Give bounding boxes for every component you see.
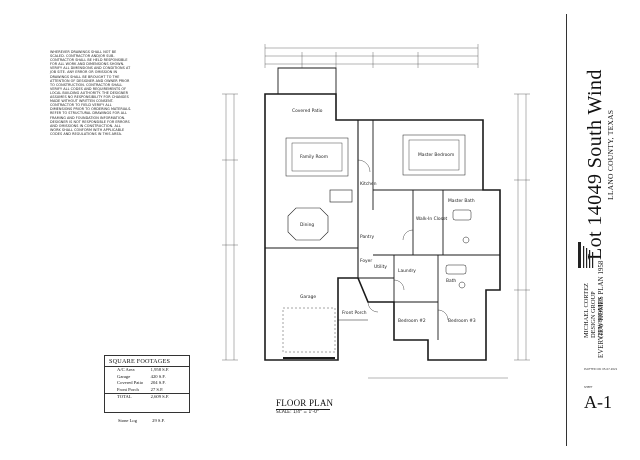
stone-log: Stone Log 29 S.F. xyxy=(118,418,165,423)
floor-plan-drawing: Covered Patio Family Room Master Bedroom… xyxy=(222,44,530,379)
room-label: Utility xyxy=(374,264,387,270)
sheet-number: A-1 xyxy=(584,392,612,412)
project-title: Lot 14049 South Wind xyxy=(584,69,606,260)
drawing-title: FLOOR PLAN xyxy=(276,398,334,408)
table-row: Garage 420 S.F. xyxy=(105,373,189,379)
sqft-total-value: 2,609 S.F. xyxy=(148,392,189,400)
plan-number: EVERVIEW HOMES PLAN 1958 xyxy=(598,260,605,358)
designer-logo-icon xyxy=(578,242,594,268)
room-label: Kitchen xyxy=(360,181,377,187)
table-row-total: TOTAL 2,609 S.F. xyxy=(105,392,189,400)
sqft-value: 420 S.F. xyxy=(150,373,166,379)
room-label: Foyer xyxy=(360,258,372,264)
room-label: Garage xyxy=(300,294,316,300)
sheet-label: SHEET xyxy=(584,386,593,389)
room-label: Dining xyxy=(300,222,314,228)
room-label: Family Room xyxy=(300,154,328,160)
sqft-value: 1,958 S.F. xyxy=(150,367,170,373)
room-label: Master Bedroom xyxy=(418,152,454,158)
room-label: Master Bath xyxy=(448,198,475,204)
sqft-value: 27 S.F. xyxy=(150,386,164,392)
stone-log-label: Stone Log xyxy=(118,418,138,423)
sqft-label: Covered Patio xyxy=(117,380,144,386)
sqft-label: Garage xyxy=(117,373,131,379)
room-label: Walk-In Closet xyxy=(416,216,448,222)
room-label: Pantry xyxy=(360,234,374,240)
sqft-value: 204 S.F. xyxy=(150,380,166,386)
general-notes: Wherever drawings shall not be scaled. C… xyxy=(50,50,132,136)
square-footages-header: SQUARE FOOTAGES xyxy=(105,356,189,367)
sqft-label: Front Porch xyxy=(117,386,139,392)
table-row: A/C Area 1,958 S.F. xyxy=(105,367,189,373)
project-county: LLANO COUNTY, TEXAS xyxy=(606,109,615,200)
room-label: Bedroom #3 xyxy=(448,318,476,324)
room-label: Bath xyxy=(446,278,456,284)
stone-log-value: 29 S.F. xyxy=(152,418,165,423)
room-label: Laundry xyxy=(398,268,416,274)
room-label: Covered Patio xyxy=(292,108,323,114)
title-underline xyxy=(276,409,330,410)
table-row: Covered Patio 204 S.F. xyxy=(105,380,189,386)
table-row: Front Porch 27 S.F. xyxy=(105,386,189,393)
drawing-scale: SCALE: 1/4" = 1'-0" xyxy=(276,410,319,415)
sqft-label: A/C Area xyxy=(117,367,135,373)
square-footages-table: SQUARE FOOTAGES A/C Area 1,958 S.F. Gara… xyxy=(104,355,190,413)
room-label: Front Porch xyxy=(342,310,367,316)
date-label: PLOTTED ON: 05-07-2021 xyxy=(584,368,618,371)
title-block xyxy=(566,14,627,446)
sqft-total-label: TOTAL xyxy=(105,392,149,400)
room-label: Bedroom #2 xyxy=(398,318,426,324)
